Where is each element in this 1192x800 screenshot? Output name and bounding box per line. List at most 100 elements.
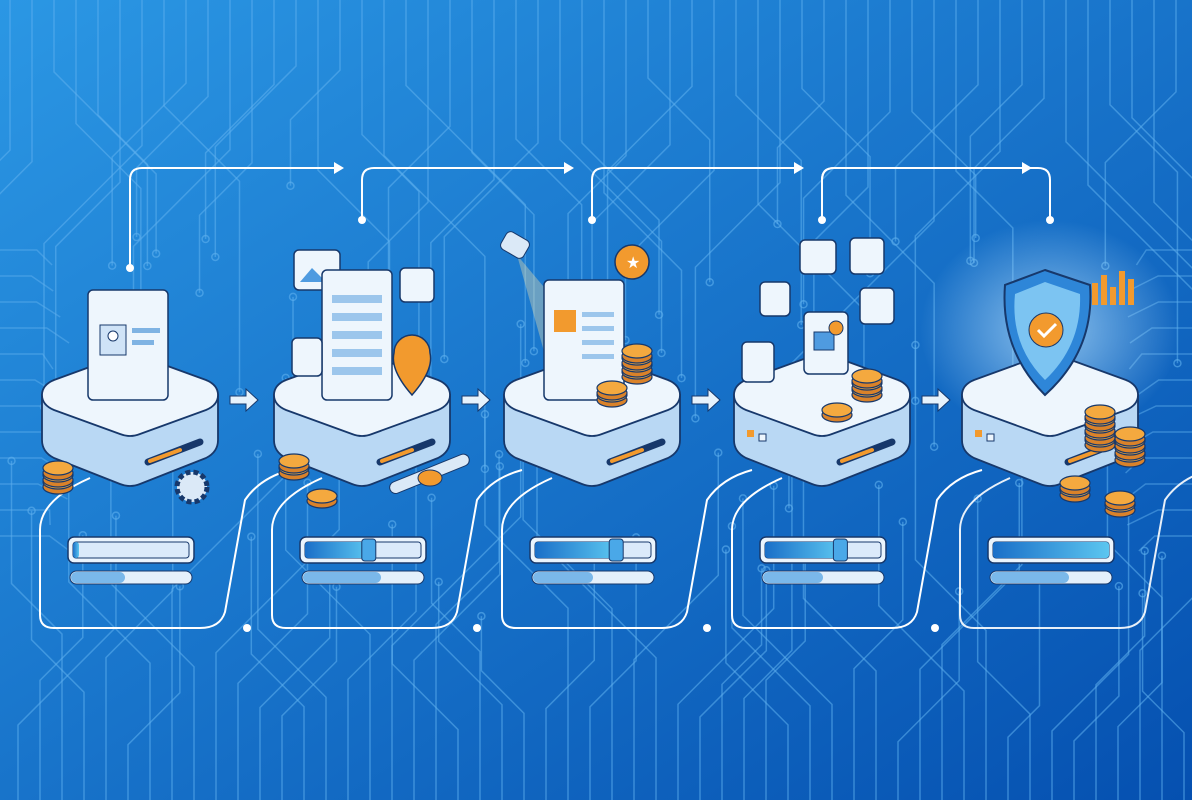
progress-fill — [303, 572, 381, 583]
circuit-node — [874, 480, 884, 490]
coin — [42, 460, 74, 476]
circuit-node — [440, 354, 449, 364]
circuit-node — [480, 410, 490, 419]
circuit-trace — [0, 509, 51, 526]
circuit-trace — [1051, 512, 1130, 800]
flow-connectors — [39, 162, 1192, 632]
circuit-trace — [204, 0, 275, 240]
circuit-node — [898, 517, 908, 527]
stage-profile — [41, 289, 219, 585]
circuit-trace — [259, 577, 331, 800]
bar-chart-bar — [1119, 271, 1125, 305]
circuit-node — [529, 347, 539, 356]
text-line — [332, 349, 382, 357]
circuit-trace — [281, 586, 338, 800]
circuit-trace — [1065, 0, 1192, 269]
stage-content — [273, 249, 470, 585]
bar-chart-bar — [1110, 287, 1116, 305]
circuit-trace — [105, 457, 174, 800]
circuit-trace — [0, 249, 53, 266]
circuit-trace — [1139, 597, 1192, 800]
circuit-trace — [776, 0, 825, 225]
circuit-node — [201, 234, 210, 244]
circuit-trace — [919, 482, 1021, 800]
step-arrow-icon — [921, 387, 951, 413]
coin — [821, 402, 853, 418]
connector-dot — [931, 624, 939, 632]
status-light — [747, 430, 754, 437]
circuit-node — [1114, 581, 1124, 591]
circuit-trace — [198, 0, 253, 293]
circuit-trace — [801, 0, 871, 274]
check-badge — [1028, 312, 1064, 348]
slider-fill — [765, 542, 841, 558]
circuit-trace — [0, 0, 11, 162]
circuit-trace — [435, 454, 500, 800]
circuit-trace — [430, 0, 495, 410]
circuit-trace — [694, 0, 781, 419]
tools-icon — [849, 237, 885, 275]
circuit-node — [738, 494, 748, 503]
circuit-trace — [897, 591, 960, 800]
circuit-node — [1140, 546, 1149, 556]
gear-icon — [174, 469, 210, 505]
circuit-trace — [853, 521, 904, 800]
circuit-trace — [1138, 535, 1192, 552]
stage-secure — [920, 220, 1180, 585]
circuit-trace — [97, 0, 149, 266]
circuit-trace — [647, 0, 711, 283]
circuit-trace — [0, 535, 71, 552]
circuit-node — [1015, 478, 1024, 488]
stages: ★ — [41, 220, 1180, 585]
top-connector-line — [129, 167, 342, 268]
circuit-node — [714, 448, 723, 457]
circuit-trace — [606, 0, 693, 315]
circuit-node — [247, 532, 256, 541]
circuit-node — [799, 300, 808, 309]
connector-dot — [126, 264, 134, 272]
connector-dot — [473, 624, 481, 632]
coin — [1104, 490, 1136, 506]
connector-dot — [588, 216, 596, 224]
circuit-trace — [127, 586, 181, 800]
circuit-trace — [1153, 0, 1192, 242]
circuit-node — [705, 277, 714, 287]
image-placeholder — [554, 310, 576, 332]
coin — [278, 453, 310, 469]
coin — [1114, 426, 1146, 442]
text-line — [582, 340, 614, 345]
progress-fill — [533, 572, 593, 583]
coin — [596, 380, 628, 396]
coin — [1084, 404, 1116, 420]
circuit-node — [677, 373, 686, 383]
circuit-node — [1157, 551, 1167, 560]
circuit-trace — [0, 301, 61, 318]
circuit-node — [1173, 359, 1182, 368]
circuit-node — [654, 310, 664, 319]
laptop-icon — [741, 341, 775, 383]
circuit-node — [973, 494, 982, 503]
circuit-node — [286, 181, 295, 191]
circuit-trace — [1131, 0, 1192, 179]
circuit-trace — [135, 0, 209, 238]
step-arrow-icon — [229, 387, 259, 413]
platform-indicator-fill — [380, 448, 414, 463]
slider-thumb — [608, 538, 624, 562]
bottom-connector-line — [271, 469, 523, 629]
arrow-head-icon — [334, 162, 344, 174]
circuit-trace — [973, 0, 1045, 263]
circuit-node — [434, 577, 443, 587]
circuit-node — [784, 504, 794, 513]
circuit-trace — [699, 570, 768, 800]
circuit-trace — [430, 497, 481, 800]
text-line — [582, 326, 614, 331]
circuit-trace — [471, 0, 535, 352]
slider-fill — [993, 542, 1109, 558]
circuit-node — [721, 545, 731, 554]
coin — [621, 343, 653, 359]
circuit-trace — [522, 405, 613, 800]
connector-dot — [358, 216, 366, 224]
top-connector-line — [361, 167, 572, 220]
slider-track — [72, 541, 190, 559]
progress-fill — [71, 572, 125, 583]
